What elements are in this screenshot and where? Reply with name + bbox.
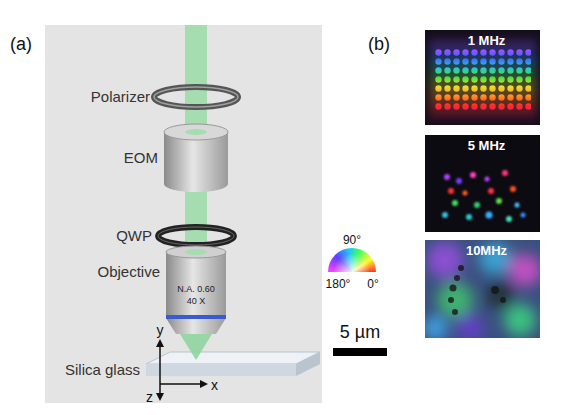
image-panel: 1 MHz (425, 30, 548, 125)
beam-spot (185, 129, 207, 135)
axis-label: x (211, 377, 218, 394)
image-panel: 10MHz (425, 240, 548, 338)
angle-label: 90° (343, 233, 361, 247)
polarizer-ring (154, 87, 238, 107)
panel-letter: (b) (368, 34, 390, 56)
z-axis (159, 384, 161, 399)
image-panel: 5 MHz (425, 135, 548, 232)
x-axis (160, 383, 206, 385)
panel-ground (45, 25, 322, 403)
objective-top (166, 246, 226, 258)
panel-label: 10MHz (425, 240, 548, 259)
objective-band (166, 315, 226, 319)
glass-top (146, 352, 320, 364)
component-label: Polarizer (91, 88, 150, 106)
y-axis (159, 341, 161, 384)
angle-label: 0° (367, 277, 378, 291)
panel-label: 1 MHz (425, 30, 548, 49)
polarizer-highlight (154, 87, 238, 107)
objective-body (166, 252, 226, 318)
panel-label: 5 MHz (425, 135, 548, 154)
qwp-ring (158, 227, 234, 245)
objective-tip (166, 318, 226, 334)
glass-front (146, 364, 296, 376)
eom-top (164, 124, 228, 140)
scale-label: 5 µm (340, 322, 380, 344)
scale-bar (333, 348, 387, 356)
color-wheel (328, 248, 376, 272)
focus-cone (180, 334, 212, 360)
color-wheel-fill (328, 248, 376, 272)
axis-label: z (146, 389, 153, 406)
component-label: EOM (124, 149, 158, 167)
beam-spot (185, 249, 207, 255)
component-label: Silica glass (65, 361, 140, 379)
axis-label: y (157, 322, 164, 339)
component-label: QWP (116, 227, 152, 245)
panel-letter: (a) (10, 34, 32, 56)
glass-side (296, 352, 320, 376)
component-label: Objective (97, 263, 160, 281)
angle-label: 180° (326, 277, 351, 291)
objective-spec: 40 X (187, 296, 206, 307)
qwp-highlight (158, 227, 234, 245)
objective-spec: N.A. 0.60 (177, 284, 215, 295)
